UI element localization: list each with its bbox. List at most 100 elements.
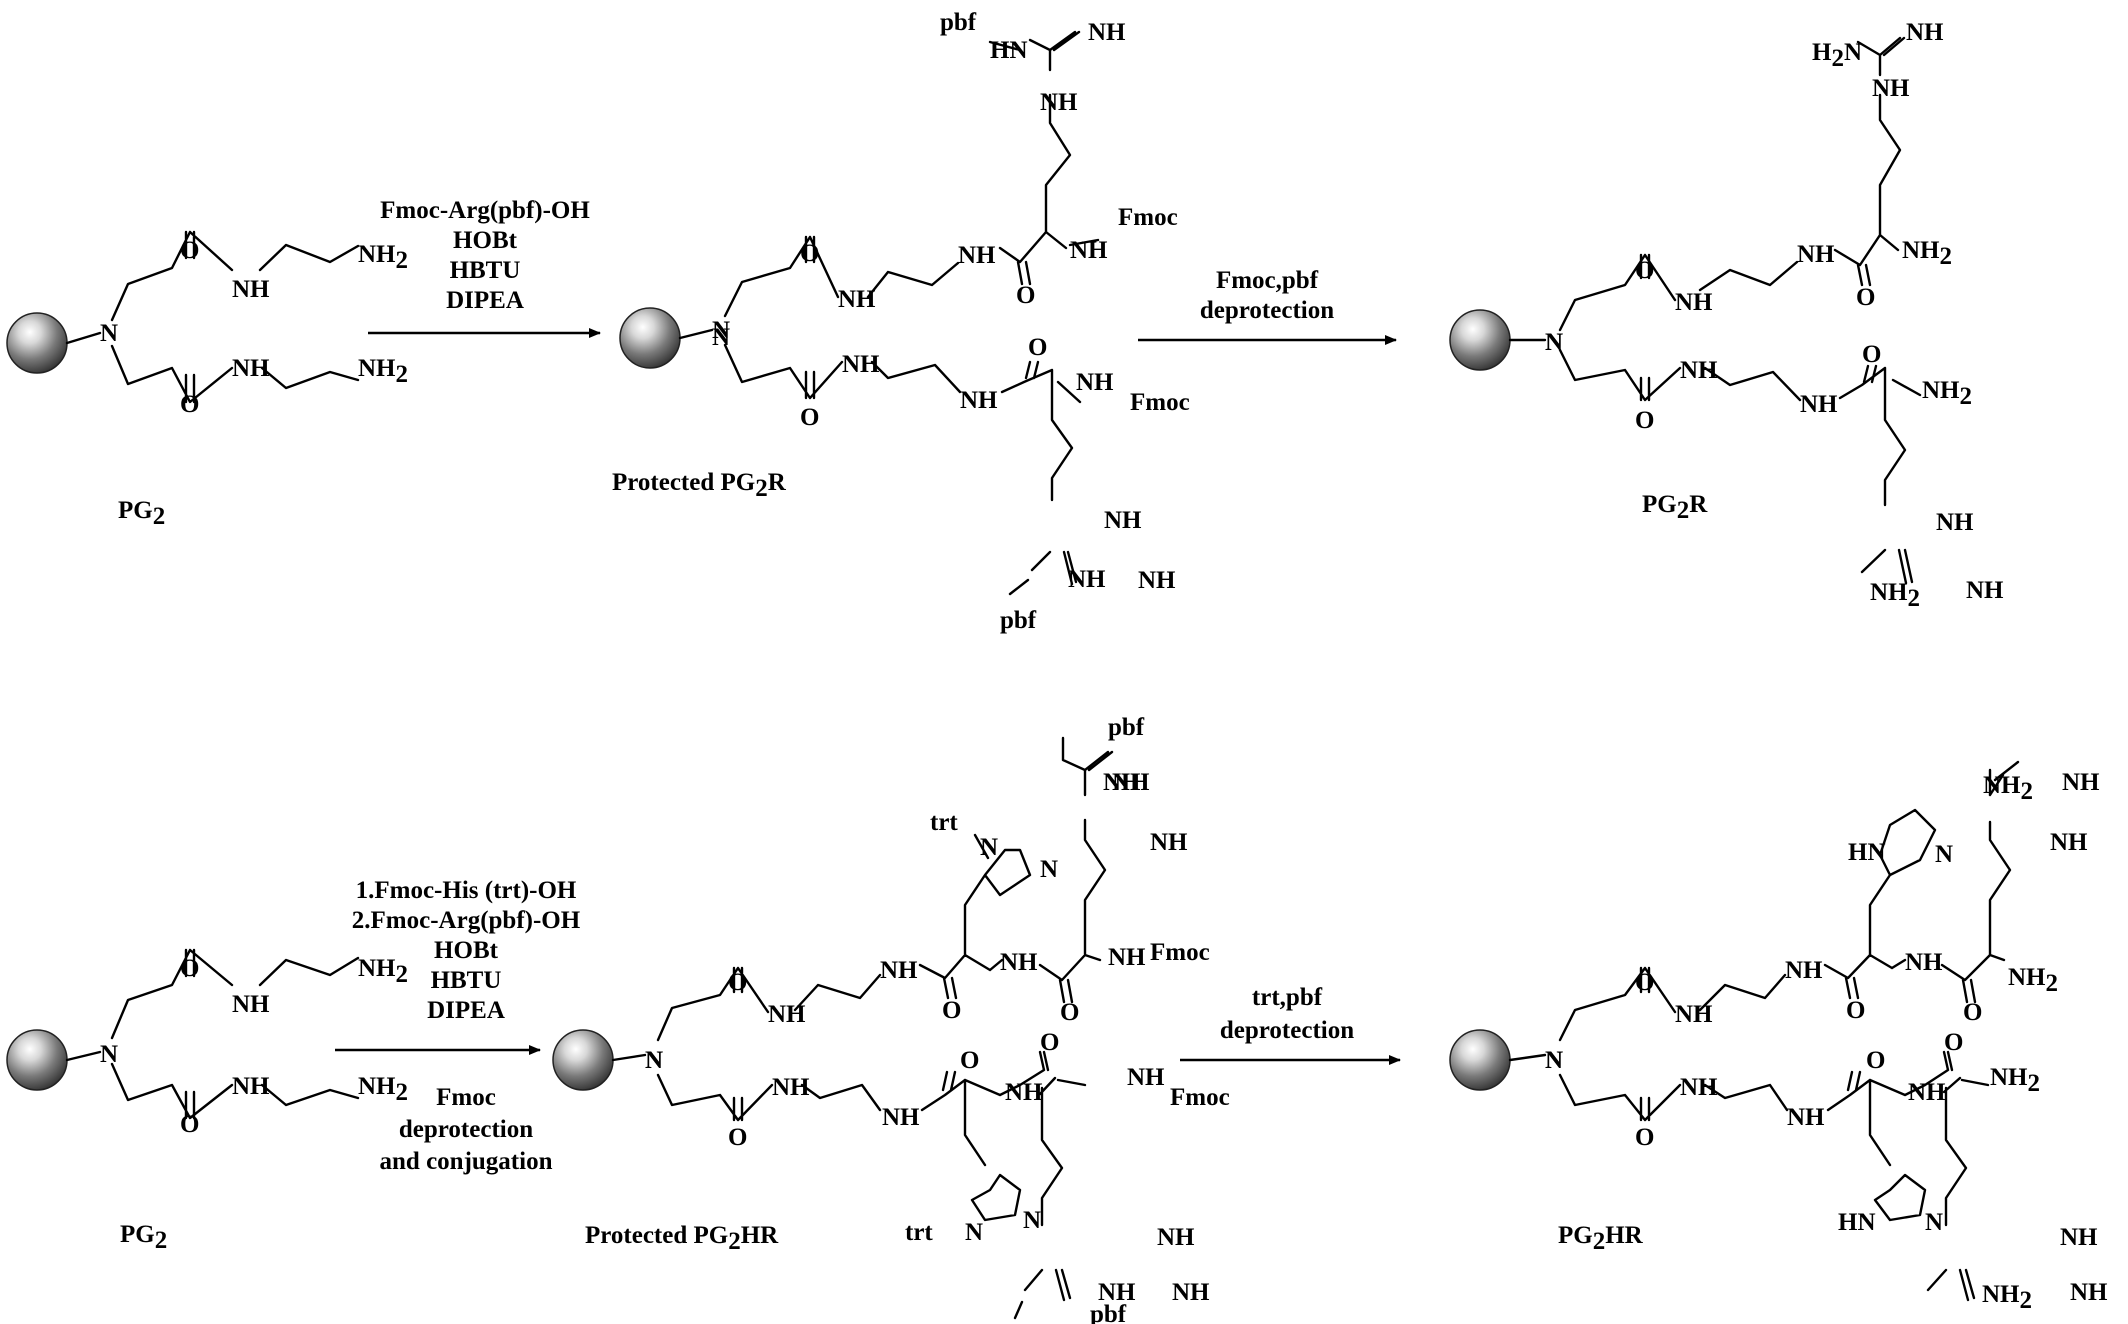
atom-nh2: NH2: [358, 355, 408, 388]
atom-nh: NH: [1040, 89, 1078, 116]
atom-nh: NH: [1675, 1001, 1713, 1028]
atom-nh: NH: [1098, 1279, 1136, 1306]
atom-nh: NH: [1104, 507, 1142, 534]
atom-n: N: [1925, 1209, 1943, 1236]
protected-pg2r-structure: N O NH NH O NH Fmoc NH HN NH pbf N O NH …: [619, 9, 1190, 634]
atom-nh: NH: [2070, 1279, 2108, 1306]
protecting-group-fmoc: Fmoc: [1170, 1084, 1230, 1111]
atom-nh: NH: [1908, 1079, 1946, 1106]
compound-label-protected-pg2r: Protected PG2R: [612, 469, 787, 502]
atom-nh: NH: [772, 1074, 810, 1101]
pg2-structure-row1: N O NH NH2 NH O NH2: [6, 230, 408, 418]
atom-hn: HN: [990, 37, 1028, 64]
atom-nh: NH: [1675, 289, 1713, 316]
reagent-line: HBTU: [450, 257, 521, 284]
atom-nh: NH: [1680, 357, 1718, 384]
pg2hr-structure: N O NH NH O NH O NH2 NH NH2 NH HN N N O …: [1449, 760, 2108, 1314]
atom-o: O: [1635, 969, 1654, 996]
atom-nh: NH: [232, 276, 270, 303]
atom-n: N: [1545, 329, 1563, 356]
atom-nh2: NH2: [358, 1073, 408, 1106]
compound-label-protected-pg2hr: Protected PG2HR: [585, 1222, 779, 1255]
compound-label-pg2: PG2: [118, 497, 165, 530]
atom-nh: NH: [1785, 957, 1823, 984]
reagent-line: HBTU: [431, 967, 502, 994]
atom-nh: NH: [1936, 509, 1974, 536]
reagent-line: Fmoc,pbf: [1216, 267, 1319, 294]
atom-nh: NH: [1000, 949, 1038, 976]
compound-label-pg2: PG2: [120, 1221, 167, 1254]
atom-o: O: [800, 240, 819, 267]
atom-nh: NH: [838, 286, 876, 313]
protecting-group-trt: trt: [930, 809, 958, 836]
atom-nh: NH: [2060, 1224, 2098, 1251]
atom-o: O: [728, 1124, 747, 1151]
atom-nh2: NH2: [1870, 579, 1920, 612]
protecting-group-pbf: pbf: [1108, 714, 1145, 741]
atom-nh: NH: [1103, 769, 1141, 796]
resin-bead: [552, 1029, 614, 1091]
reagent-line: deprotection: [1200, 297, 1334, 324]
atom-nh: NH: [1872, 75, 1910, 102]
atom-o: O: [1040, 1029, 1059, 1056]
atom-nh: NH: [1112, 769, 1150, 796]
atom-n: N: [100, 1041, 118, 1068]
atom-o: O: [1028, 334, 1047, 361]
atom-nh: NH: [232, 1073, 270, 1100]
protecting-group-fmoc: Fmoc: [1150, 939, 1210, 966]
compound-label-pg2r: PG2R: [1642, 491, 1708, 524]
resin-bead: [6, 312, 68, 374]
protecting-group-fmoc: Fmoc: [1118, 204, 1178, 231]
atom-n: N: [645, 1047, 663, 1074]
atom-nh: NH: [880, 957, 918, 984]
atom-n: N: [1040, 856, 1058, 883]
atom-nh: NH: [1150, 829, 1188, 856]
atom-n: N: [1545, 329, 1563, 356]
atom-o: O: [1846, 997, 1865, 1024]
atom-nh2: NH2: [1902, 237, 1952, 270]
atom-o: O: [960, 1047, 979, 1074]
atom-nh: NH: [960, 387, 998, 414]
atom-nh: NH: [1005, 1079, 1043, 1106]
atom-o: O: [1856, 284, 1875, 311]
atom-n: N: [712, 317, 730, 344]
atom-nh: NH: [1127, 1064, 1165, 1091]
atom-nh: NH: [1906, 19, 1944, 46]
resin-bead: [1449, 1029, 1511, 1091]
atom-hn: HN: [1848, 839, 1886, 866]
atom-n: N: [1935, 841, 1953, 868]
atom-nh: NH: [1800, 391, 1838, 418]
atom-o: O: [180, 955, 199, 982]
atom-n: N: [980, 834, 998, 861]
atom-nh: NH: [1108, 944, 1146, 971]
atom-nh: NH: [1797, 241, 1835, 268]
reagent-line: HOBt: [453, 227, 518, 254]
atom-nh2: NH2: [358, 241, 408, 274]
reagent-line: Fmoc-Arg(pbf)-OH: [380, 197, 590, 224]
protecting-group-pbf: pbf: [940, 9, 977, 36]
protecting-group-pbf: pbf: [1090, 1301, 1127, 1324]
reaction-arrow-1: Fmoc-Arg(pbf)-OH HOBt HBTU DIPEA: [368, 197, 601, 338]
reagent-line: 2.Fmoc-Arg(pbf)-OH: [352, 907, 581, 934]
compound-label-pg2hr: PG2HR: [1558, 1222, 1644, 1255]
atom-nh: NH: [958, 242, 996, 269]
atom-o: O: [1016, 282, 1035, 309]
atom-n: N: [1545, 1047, 1563, 1074]
protecting-group-trt: trt: [905, 1219, 933, 1246]
protecting-group-fmoc: Fmoc: [1130, 389, 1190, 416]
atom-o: O: [728, 969, 747, 996]
pg2r-structure: N O NH NH O NH2 NH H2N NH N O NH NH O NH…: [1449, 19, 2004, 612]
reagent-line: Fmoc: [436, 1084, 496, 1111]
atom-n: N: [1545, 1047, 1563, 1074]
atom-h2n: H2N: [1812, 39, 1862, 72]
atom-nh: NH: [2050, 829, 2088, 856]
reagent-line: DIPEA: [427, 997, 505, 1024]
atom-nh2: NH2: [1922, 377, 1972, 410]
atom-nh2: NH2: [1983, 772, 2033, 805]
atom-nh: NH: [1076, 369, 1114, 396]
atom-o: O: [800, 404, 819, 431]
resin-bead: [619, 307, 681, 369]
resin-bead: [6, 1029, 68, 1091]
atom-nh2: NH2: [2008, 964, 2058, 997]
